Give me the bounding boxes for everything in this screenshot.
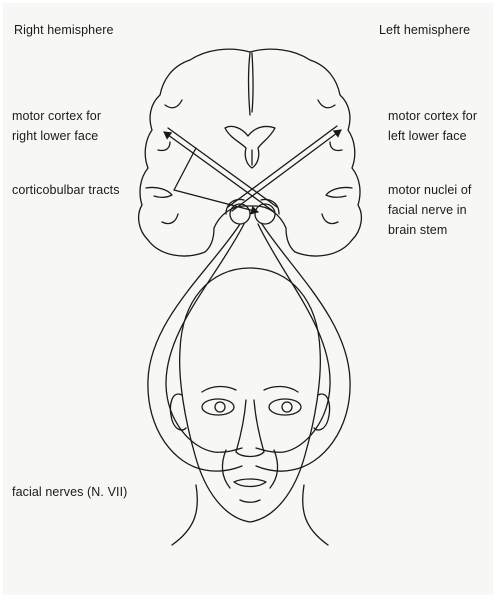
facial-nerve-loop-left-outer bbox=[148, 224, 242, 471]
label-motor-cortex-left: motor cortex for left lower face bbox=[388, 106, 477, 146]
nasolabial-right bbox=[223, 450, 230, 488]
facial-nerve-loop-left-inner bbox=[166, 224, 244, 452]
label-motor-nuclei: motor nuclei of facial nerve in brain st… bbox=[388, 180, 471, 240]
tract-right-2 bbox=[168, 128, 277, 207]
neck bbox=[172, 485, 328, 545]
nasolabial-left bbox=[270, 450, 277, 488]
tract-left-2 bbox=[228, 126, 337, 207]
mouth bbox=[234, 479, 266, 487]
eye-right bbox=[202, 399, 234, 415]
longitudinal-fissure bbox=[249, 53, 251, 115]
chin bbox=[240, 500, 260, 502]
pupil-right bbox=[215, 402, 225, 412]
sylvian-fissure-left bbox=[326, 187, 352, 197]
ear-left bbox=[314, 394, 330, 430]
head-outline bbox=[180, 268, 321, 522]
brain-outline bbox=[139, 49, 362, 256]
label-motor-cortex-right: motor cortex for right lower face bbox=[12, 106, 101, 146]
label-left-hemisphere: Left hemisphere bbox=[379, 20, 470, 40]
sylvian-fissure-right bbox=[146, 187, 172, 197]
label-right-hemisphere: Right hemisphere bbox=[14, 20, 114, 40]
label-facial-nerves: facial nerves (N. VII) bbox=[12, 482, 127, 502]
eye-left bbox=[269, 399, 301, 415]
brow-right bbox=[202, 386, 236, 392]
pupil-left bbox=[282, 402, 292, 412]
facial-nerve-loop-right-outer bbox=[256, 224, 350, 471]
fissure-inner bbox=[252, 53, 253, 112]
brow-left bbox=[264, 386, 298, 392]
ventricles bbox=[225, 126, 275, 168]
gyri-left bbox=[318, 100, 342, 224]
tract-left-1 bbox=[232, 130, 341, 211]
gyri-right bbox=[158, 100, 182, 224]
tract-right-1 bbox=[164, 132, 273, 211]
label-corticobulbar-tracts: corticobulbar tracts bbox=[12, 180, 120, 200]
